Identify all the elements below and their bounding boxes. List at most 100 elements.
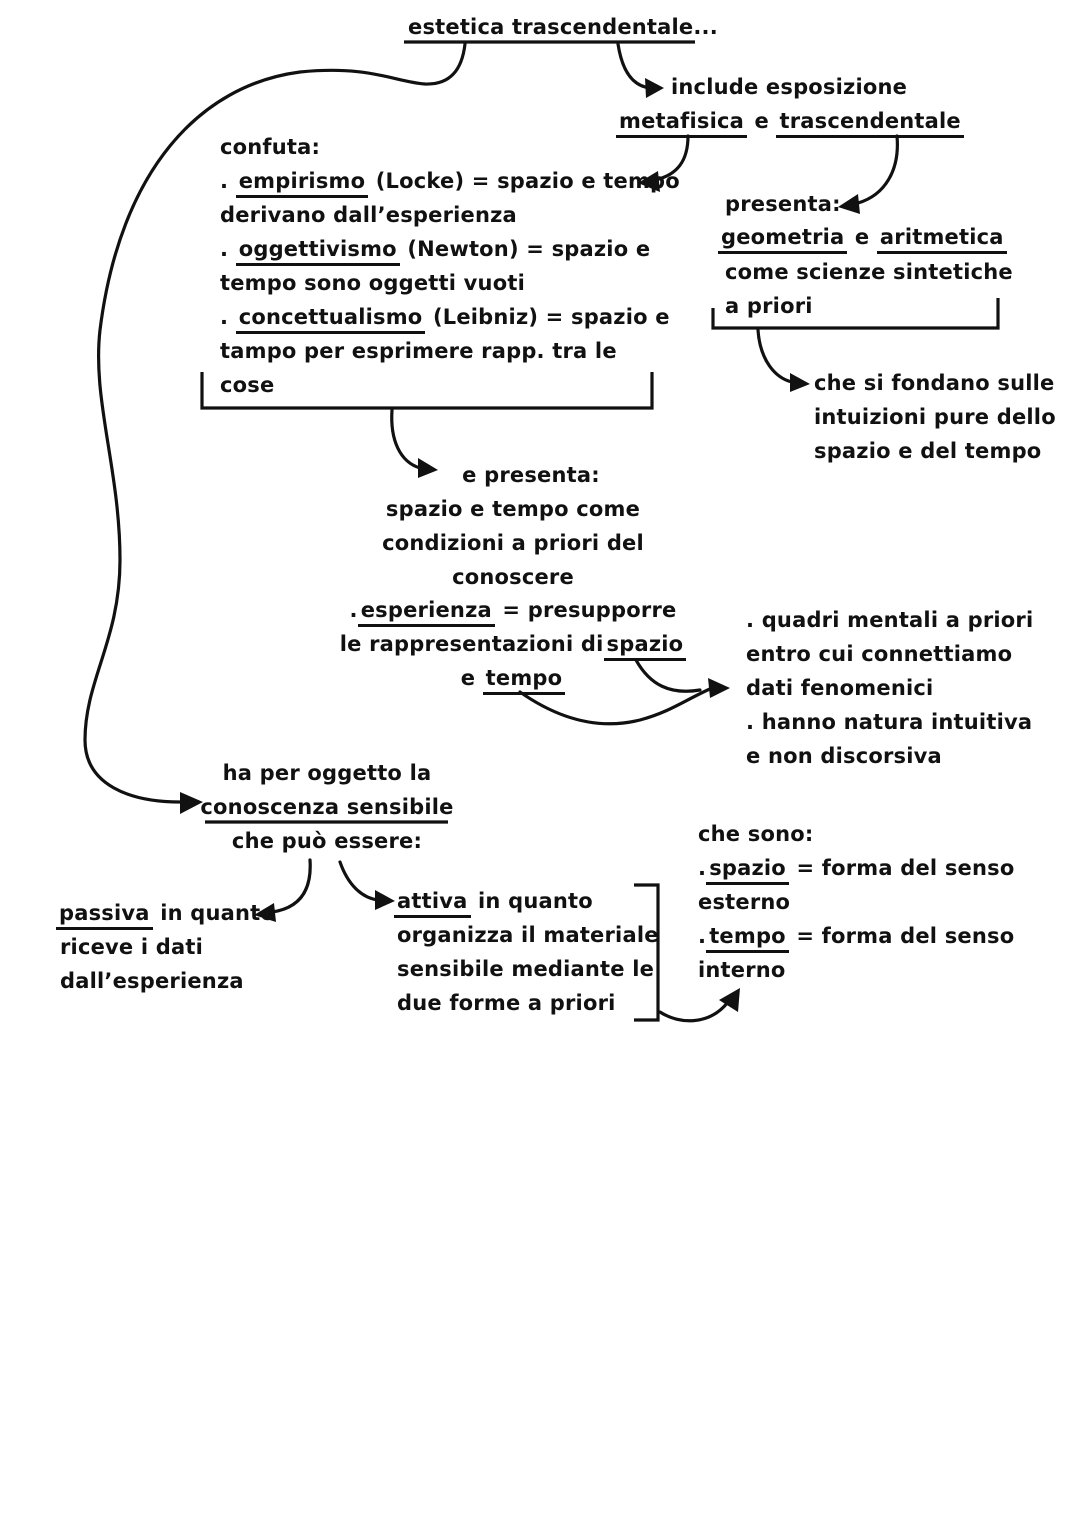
attiva-line-1: attiva in quanto — [394, 884, 593, 918]
esposizione-line: include esposizione — [671, 75, 908, 99]
conj-e: e — [754, 109, 769, 133]
conj-e: e — [854, 225, 870, 249]
epresenta-line-7: e tempo — [303, 661, 723, 695]
confuta-item-oggettivismo: . oggettivismo (Newton) = spazio e — [220, 232, 650, 266]
epresenta-heading: e presenta: — [462, 463, 600, 487]
epresenta-line-1: e presenta: — [310, 458, 730, 492]
presenta-terms: geometria e aritmetica — [718, 220, 1007, 254]
arrow-metafisica-to-confuta — [653, 134, 690, 182]
arrow-head-fondano — [790, 373, 810, 392]
item-text: e — [460, 666, 476, 690]
attiva-bracket — [634, 883, 660, 1022]
arrow-presenta-to-fondano — [756, 328, 794, 384]
bullet: . — [220, 237, 229, 261]
presenta-line4: a priori — [725, 294, 813, 318]
item-text: (Newton) = spazio e — [407, 237, 651, 261]
term-tempo: tempo — [706, 923, 789, 953]
item-text: le rappresentazioni di — [339, 632, 604, 656]
arrow-root-to-conoscenza — [83, 42, 467, 804]
presenta-line3: come scienze sintetiche — [725, 260, 1013, 284]
confuta-item-concettualismo-cont: tampo per esprimere rapp. tra le — [220, 339, 617, 363]
bullet: . — [349, 598, 358, 622]
term-geometria: geometria — [718, 224, 848, 254]
oggetto-term: conoscenza sensibile — [200, 795, 454, 819]
term-passiva: passiva — [56, 900, 153, 930]
quadri-line-1: . quadri mentali a priori — [746, 608, 1034, 632]
bullet: . — [220, 305, 229, 329]
epresenta-line-2: spazio e tempo come — [385, 497, 641, 521]
fondano-line-1: che si fondano sulle — [814, 371, 1055, 395]
presenta-bracket — [711, 298, 1000, 330]
arrow-trascendentale-to-presenta — [856, 134, 899, 205]
term-empirismo: empirismo — [235, 168, 369, 198]
term-metafisica: metafisica — [616, 108, 747, 138]
item-text: = forma del senso — [796, 856, 1015, 880]
quadri-line-2: entro cui connettiamo — [746, 642, 1013, 666]
bullet: . — [220, 169, 229, 193]
root-title: estetica trascendentale... — [408, 15, 718, 39]
confuta-item-concettualismo-cont2: cose — [220, 373, 275, 397]
bullet: . — [698, 856, 707, 880]
forme-item-spazio: .spazio = forma del senso — [698, 851, 1014, 885]
forme-item-tempo-cont: interno — [698, 958, 786, 982]
term-esperienza: esperienza — [357, 597, 495, 627]
arrow-head-quadri — [708, 678, 730, 698]
presenta-heading: presenta: — [725, 192, 841, 216]
confuta-item-empirismo-cont: derivano dall’esperienza — [220, 203, 517, 227]
item-text: = forma del senso — [796, 924, 1015, 948]
confuta-item-oggettivismo-cont: tempo sono oggetti vuoti — [220, 271, 525, 295]
item-text: (Locke) = spazio e tempo — [375, 169, 680, 193]
attiva-line-3: sensibile mediante le — [397, 957, 655, 981]
passiva-line-2: riceve i dati — [60, 935, 204, 959]
attiva-line-4: due forme a priori — [397, 991, 616, 1015]
epresenta-esperienza: .esperienza = presupporre — [303, 593, 723, 627]
arrow-spazio-to-quadri — [634, 658, 702, 693]
quadri-line-5: e non discorsiva — [746, 744, 942, 768]
epresenta-line-4: conoscere — [452, 565, 574, 589]
oggetto-line-1: ha per oggetto la — [222, 761, 432, 785]
item-text: in quanto — [478, 889, 593, 913]
passiva-line-1: passiva in quanto — [56, 896, 275, 930]
arrow-to-attiva — [338, 860, 380, 902]
arrow-head-presenta — [838, 194, 860, 214]
arrow-tempo-to-quadri — [518, 686, 714, 726]
arrow-head-conoscenza — [180, 792, 203, 814]
forme-heading: che sono: — [698, 822, 814, 846]
confuta-item-empirismo: . empirismo (Locke) = spazio e tempo — [220, 164, 680, 198]
arrow-head-epresenta — [418, 458, 438, 478]
term-concettualismo: concettualismo — [235, 304, 426, 334]
forme-item-tempo: .tempo = forma del senso — [698, 919, 1014, 953]
attiva-line-2: organizza il materiale — [397, 923, 659, 947]
esposizione-terms: metafisica e trascendentale — [616, 104, 964, 138]
bullet: . — [698, 924, 707, 948]
quadri-line-4: . hanno natura intuitiva — [746, 710, 1033, 734]
confuta-item-concettualismo: . concettualismo (Leibniz) = spazio e — [220, 300, 670, 334]
term-spazio: spazio — [603, 631, 687, 661]
arrow-head-esposizione — [645, 78, 664, 98]
arrow-confuta-to-epresenta — [390, 408, 422, 470]
term-tempo: tempo — [482, 665, 566, 695]
fondano-line-2: intuizioni pure dello — [814, 405, 1056, 429]
term-oggettivismo: oggettivismo — [235, 236, 400, 266]
term-trascendentale: trascendentale — [776, 108, 964, 138]
term-attiva: attiva — [394, 888, 471, 918]
confuta-bracket — [200, 372, 654, 410]
arrow-attiva-to-forme — [658, 1000, 730, 1023]
arrow-head-passiva — [254, 903, 276, 922]
epresenta-line-3: condizioni a priori del — [382, 531, 644, 555]
arrow-to-passiva — [270, 858, 312, 914]
item-text: = presupporre — [502, 598, 677, 622]
term-aritmetica: aritmetica — [876, 224, 1007, 254]
arrow-head-attiva — [375, 890, 395, 910]
term-spazio: spazio — [706, 855, 789, 885]
arrow-head-forme — [719, 988, 740, 1012]
oggetto-line-3: che può essere: — [231, 829, 423, 853]
arrow-head-confuta — [638, 171, 660, 192]
confuta-heading: confuta: — [220, 135, 321, 159]
item-text: (Leibniz) = spazio e — [432, 305, 670, 329]
passiva-line-3: dall’esperienza — [60, 969, 244, 993]
item-text: in quanto — [160, 901, 276, 925]
quadri-line-3: dati fenomenici — [746, 676, 934, 700]
